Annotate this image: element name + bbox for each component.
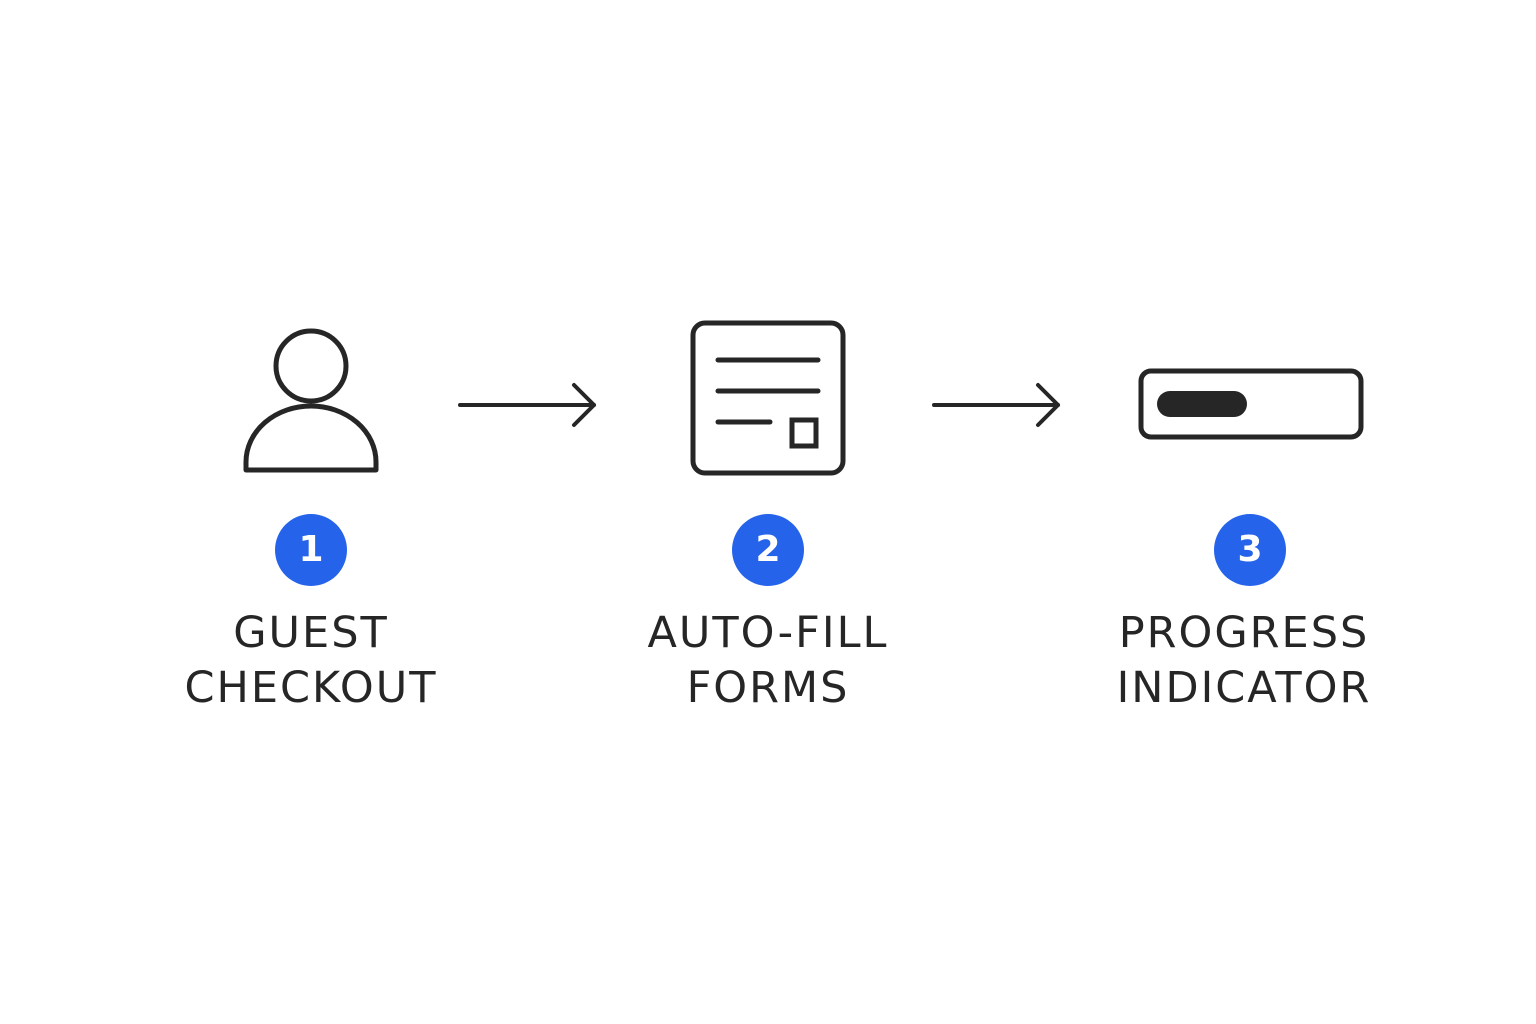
- arrow-right-icon: [932, 383, 1060, 427]
- arrow-right-icon: [458, 383, 596, 427]
- step-label: AUTO-FILL FORMS: [588, 606, 948, 716]
- step-label-line: CHECKOUT: [184, 663, 438, 713]
- step-number-badge: 3: [1214, 514, 1286, 586]
- step-label-line: PROGRESS: [1118, 608, 1370, 658]
- step-label: PROGRESS INDICATOR: [1064, 606, 1424, 716]
- step-label-line: INDICATOR: [1116, 663, 1372, 713]
- step-number-badge: 1: [275, 514, 347, 586]
- progress-bar-icon: [1138, 368, 1364, 440]
- step-number-badge: 2: [732, 514, 804, 586]
- step-label: GUEST CHECKOUT: [131, 606, 491, 716]
- step-label-line: FORMS: [686, 663, 850, 713]
- step-label-line: GUEST: [233, 608, 389, 658]
- progress-fill: [1157, 391, 1247, 417]
- form-icon: [690, 320, 846, 476]
- user-icon: [243, 328, 379, 473]
- step-label-line: AUTO-FILL: [647, 608, 889, 658]
